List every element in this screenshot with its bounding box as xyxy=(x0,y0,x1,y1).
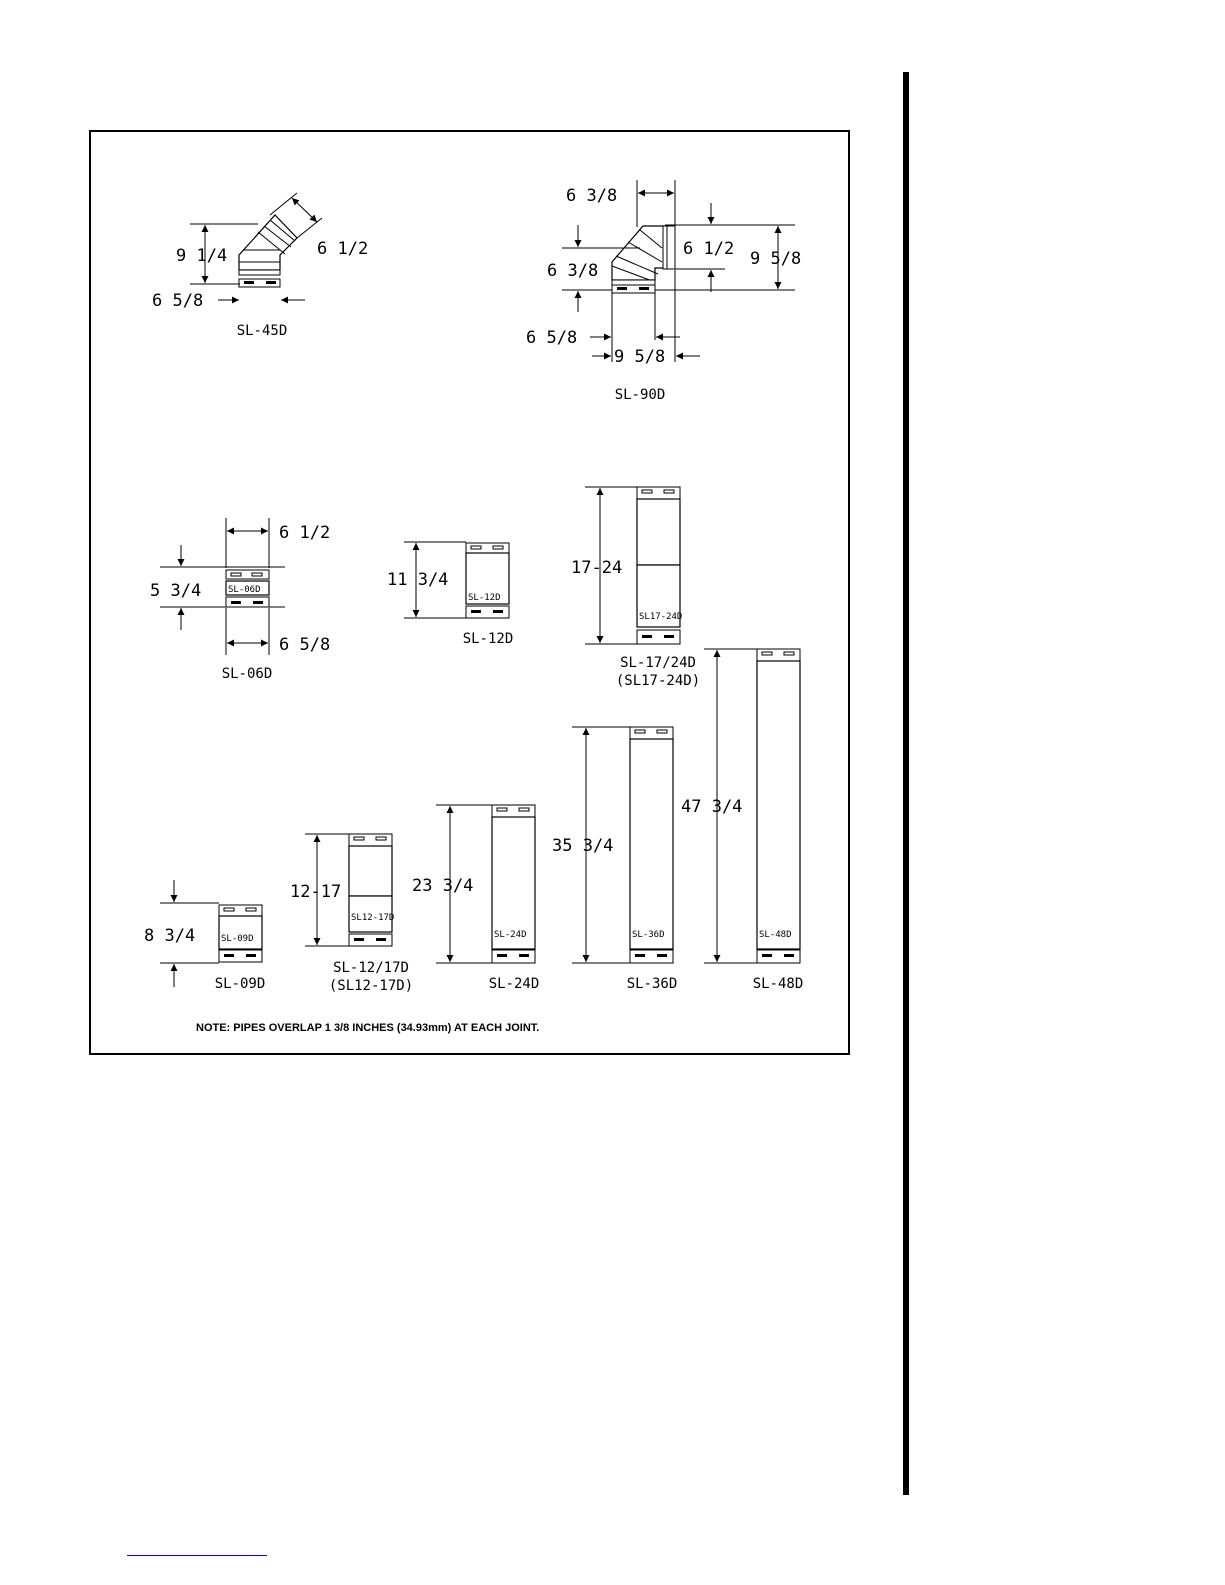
sl06d-caption: SL-06D xyxy=(222,666,273,682)
sl1724d-height-dim: 17-24 xyxy=(571,558,622,578)
drawing-frame xyxy=(89,130,850,1055)
sl48d-caption: SL-48D xyxy=(753,976,804,992)
sl48d-body-label: SL-48D xyxy=(759,930,792,940)
sl90d-side-diameter-dim: 6 1/2 xyxy=(683,239,734,259)
sl1217d-pipe: SL12-17D 12-17 SL-12/17D (SL12-17D) xyxy=(290,833,413,994)
sl12d-caption: SL-12D xyxy=(463,631,514,647)
sl1724d-body-label: SL17-24D xyxy=(639,612,682,622)
sl1724d-caption-alt: (SL17-24D) xyxy=(616,673,700,689)
sl45d-shape xyxy=(238,214,298,288)
sl09d-caption: SL-09D xyxy=(215,976,266,992)
sl06d-bottom-diameter-dim: 6 5/8 xyxy=(279,635,330,655)
sl90d-shape xyxy=(611,225,676,294)
sl24d-caption: SL-24D xyxy=(489,976,540,992)
sl06d-height-dim: 5 3/4 xyxy=(150,581,201,601)
sl24d-body-label: SL-24D xyxy=(494,930,527,940)
sl06d-top-diameter-dim: 6 1/2 xyxy=(279,523,330,543)
sl48d-height-dim: 47 3/4 xyxy=(681,797,742,817)
sl36d-height-dim: 35 3/4 xyxy=(552,836,613,856)
overlap-note: NOTE: PIPES OVERLAP 1 3/8 INCHES (34.93m… xyxy=(196,1022,539,1034)
sl06d-body-label: SL-06D xyxy=(228,585,261,595)
sl45d-height-dim: 9 1/4 xyxy=(176,246,227,266)
sl90d-elbow: 6 3/8 6 1/2 9 5/8 6 3/8 6 5/8 9 5/8 SL-9… xyxy=(526,180,801,403)
sl1217d-body-label: SL12-17D xyxy=(351,913,394,923)
sl90d-top-width-dim: 6 3/8 xyxy=(566,186,617,206)
sl12d-body-label: SL-12D xyxy=(468,593,501,603)
sl1724d-caption: SL-17/24D xyxy=(620,655,696,671)
sl45d-elbow: 9 1/4 6 1/2 6 5/8 SL-45D xyxy=(152,192,368,339)
sl24d-pipe: SL-24D 23 3/4 SL-24D xyxy=(412,804,540,992)
sl90d-base-width-dim: 9 5/8 xyxy=(614,347,665,367)
sl1217d-caption: SL-12/17D xyxy=(333,960,409,976)
sl1217d-caption-alt: (SL12-17D) xyxy=(329,978,413,994)
sl90d-height-dim: 9 5/8 xyxy=(750,249,801,269)
sl90d-left-height-dim: 6 3/8 xyxy=(547,261,598,281)
sl1217d-height-dim: 12-17 xyxy=(290,882,341,902)
right-margin-bar xyxy=(903,72,909,1495)
sl06d-pipe: SL-06D 6 1/2 5 3/4 6 5/8 SL-06D xyxy=(150,518,330,682)
sl09d-body-label: SL-09D xyxy=(221,934,254,944)
sl12d-pipe: SL-12D 11 3/4 SL-12D xyxy=(387,541,514,647)
sl45d-base-dim: 6 5/8 xyxy=(152,291,203,311)
footer-rule xyxy=(127,1555,267,1556)
sl1724d-pipe: SL17-24D 17-24 SL-17/24D (SL17-24D) xyxy=(571,486,700,689)
sl09d-pipe: SL-09D 8 3/4 SL-09D xyxy=(144,880,265,992)
sl90d-caption: SL-90D xyxy=(615,387,666,403)
sl45d-caption: SL-45D xyxy=(237,323,288,339)
sl90d-base-dim: 6 5/8 xyxy=(526,328,577,348)
sl36d-caption: SL-36D xyxy=(627,976,678,992)
sl48d-pipe: SL-48D 47 3/4 SL-48D xyxy=(681,648,804,992)
sl36d-pipe: SL-36D 35 3/4 SL-36D xyxy=(552,726,678,992)
sl09d-height-dim: 8 3/4 xyxy=(144,926,195,946)
sl12d-height-dim: 11 3/4 xyxy=(387,570,448,590)
sl36d-body-label: SL-36D xyxy=(632,930,665,940)
sl24d-height-dim: 23 3/4 xyxy=(412,876,473,896)
sl45d-diameter-dim: 6 1/2 xyxy=(317,239,368,259)
